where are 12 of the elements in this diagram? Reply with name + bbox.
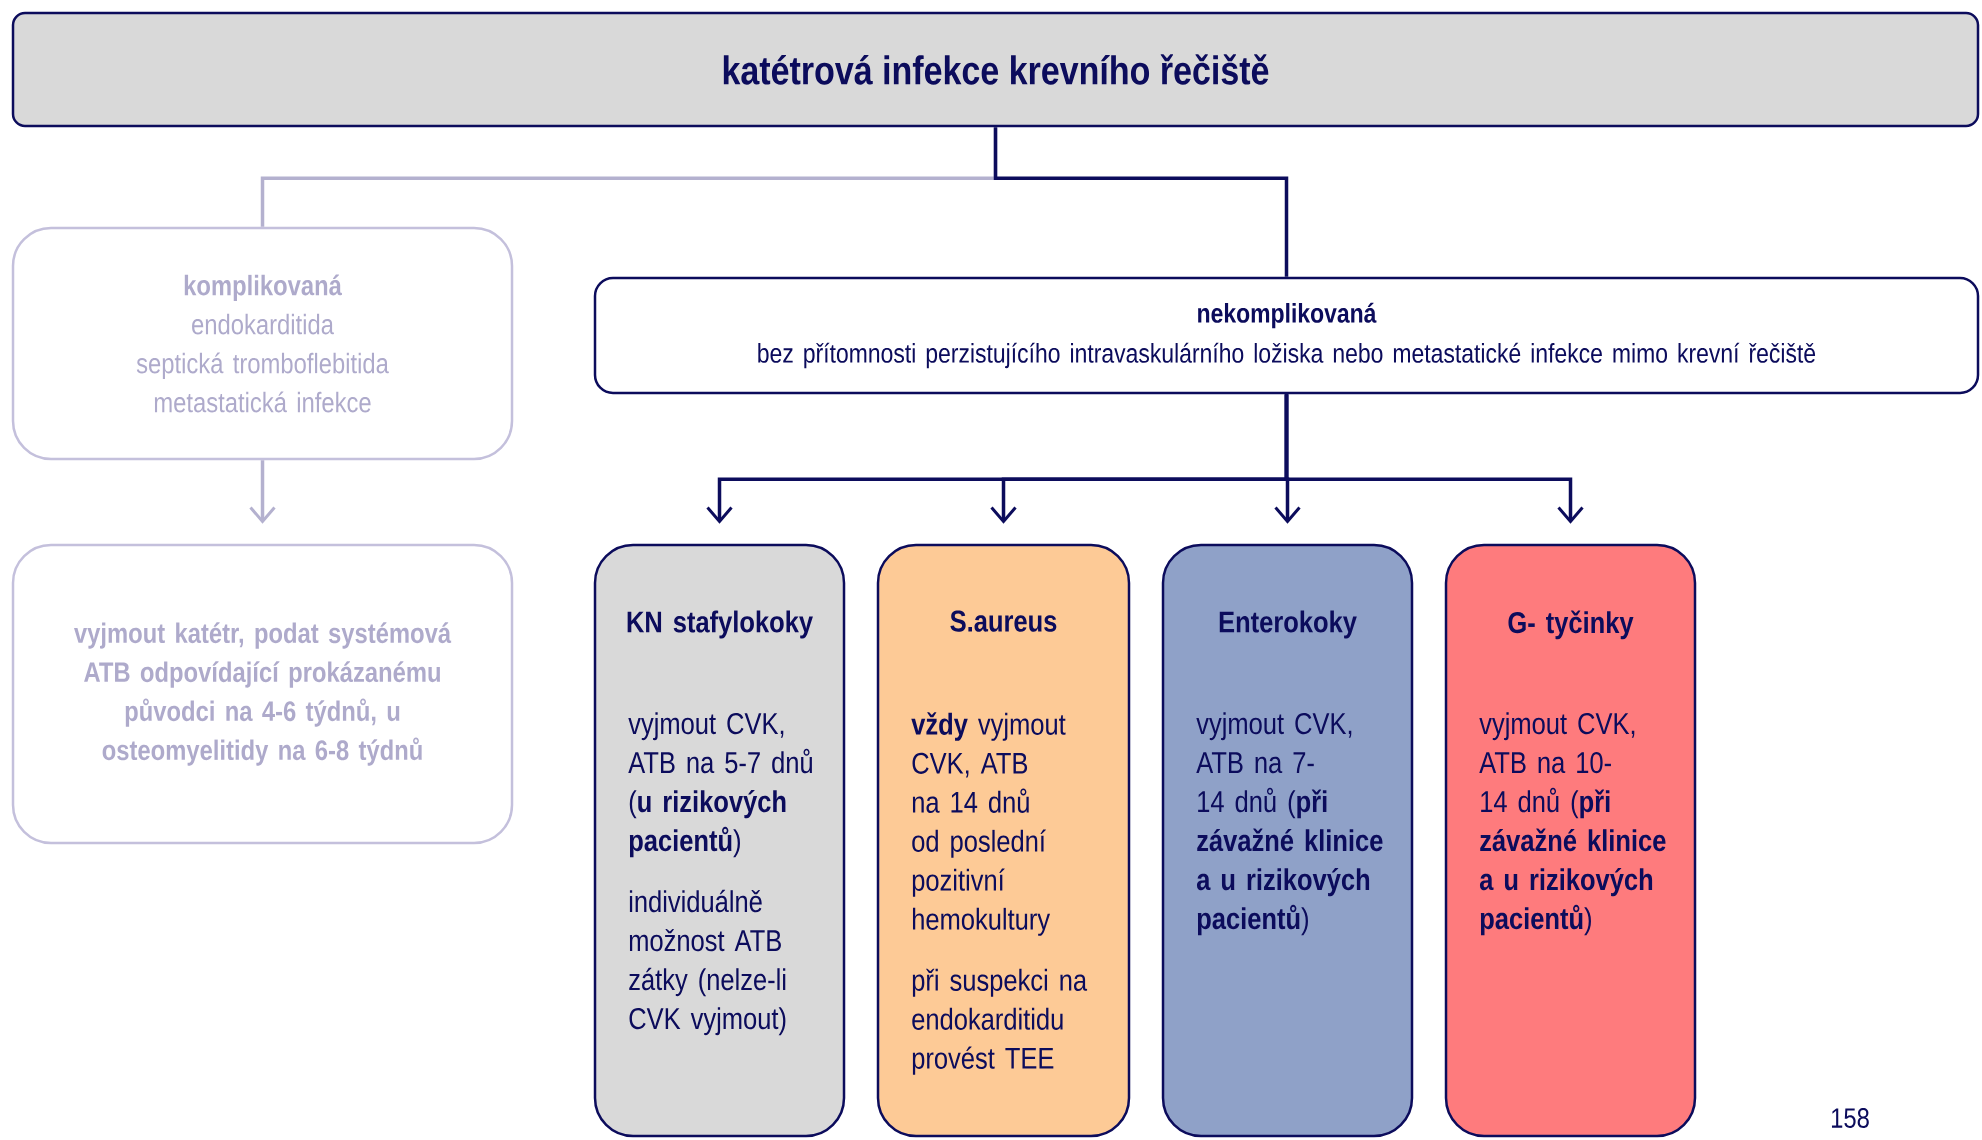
pathogen-card: KN stafylokoky vyjmout CVK, ATB na 5-7 dnů (u rizikových pacientů) individuálně možnost ATB zátky (nelze-li CVK vyjmout) [593, 543, 846, 1138]
recommendation-box: vyjmout katétr, podat systémová ATB odpovídající prokázanému původci na 4-6 týdnů, u osteomyelitidy na 6-8 týdnů [11, 543, 514, 845]
pathogen-card: Enterokoky vyjmout CVK, ATB na 7-14 dnů (při závažné klinice a u rizikových pacientů) [1161, 543, 1414, 1138]
condition-box: nekomplikovaná bez přítomnosti perzistujícího intravaskulárního ložiska nebo metastatické infekce mimo krevní řečiště [593, 276, 1980, 395]
arrow [249, 460, 276, 524]
pathogen-card: S.aureus vždy vyjmout CVK, ATB na 14 dnů od poslední pozitivní hemokultury při suspekci na endokarditidu provést TEE [876, 543, 1131, 1138]
arrow [1284, 394, 1584, 524]
title-box: katétrová infekce krevního řečiště [11, 11, 1980, 128]
page-number: 158 [1831, 1108, 1869, 1128]
pathogen-card: G- tyčinky vyjmout CVK, ATB na 10-14 dnů (při závažné klinice a u rizikových pacientů) [1444, 543, 1697, 1138]
condition-box: komplikovaná endokarditida septická tromboflebitida metastatická infekce [11, 226, 514, 461]
connector-line [993, 127, 1289, 277]
